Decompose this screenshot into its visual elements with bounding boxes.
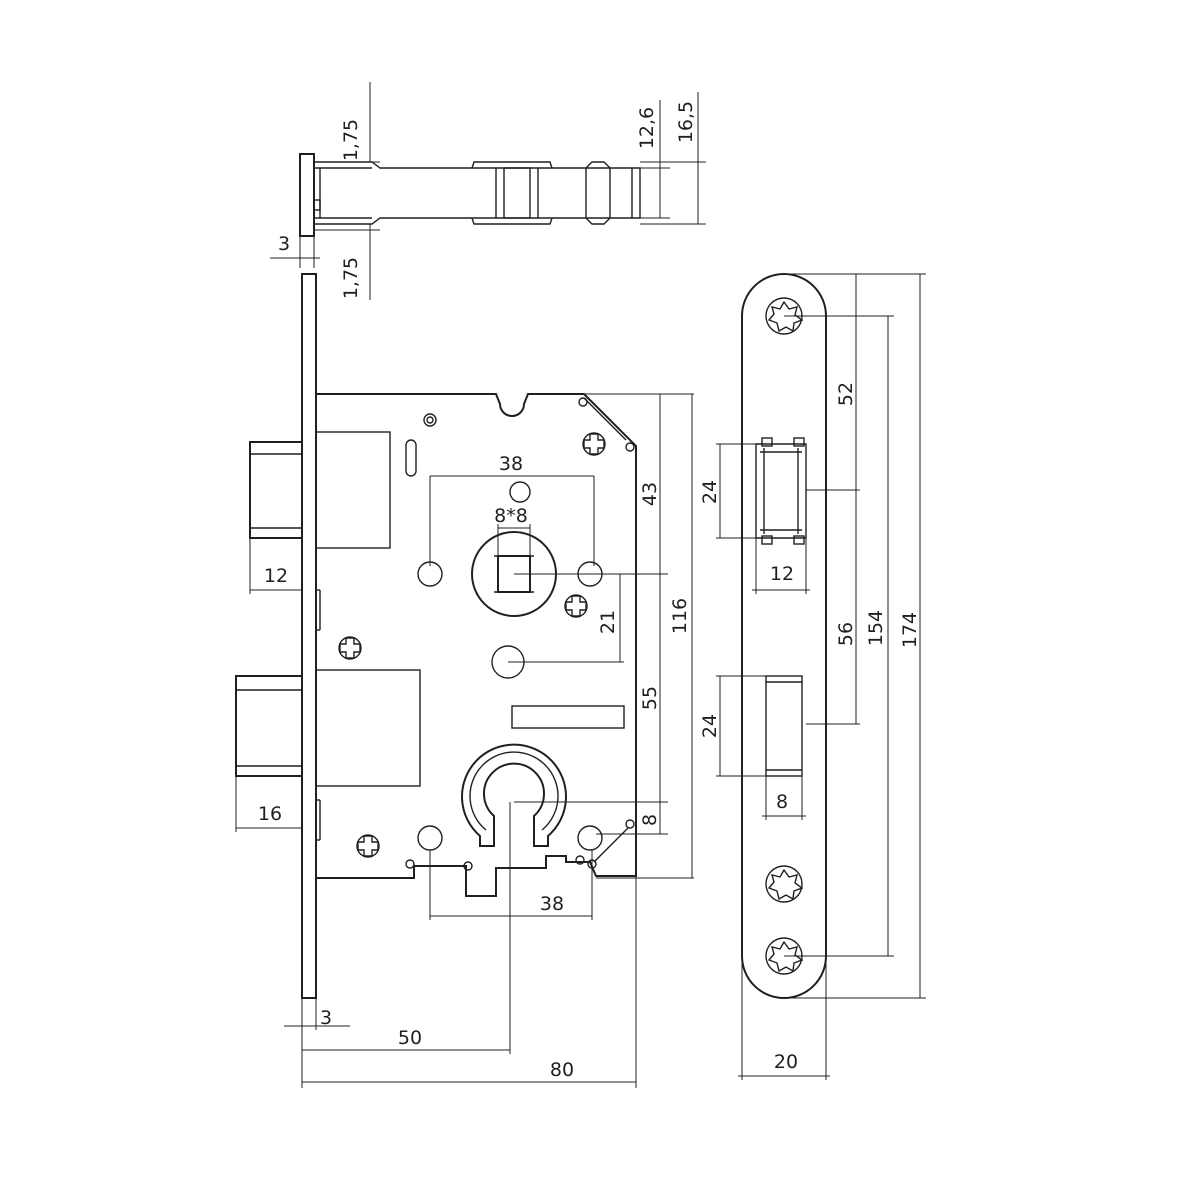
strike-plate: 24 12 24 8 52 56 154 174 20 (699, 273, 926, 1080)
dim-case-height: 116 (669, 598, 691, 634)
dim-height-to-follower: 43 (639, 482, 661, 506)
dim-latch-projection: 12 (264, 565, 288, 587)
indicator-slot (511, 705, 625, 729)
dim-plate-length: 174 (899, 612, 921, 648)
aux-hole-top (509, 481, 531, 503)
dim-deadbolt-projection: 16 (258, 803, 282, 825)
top-faceplate (299, 153, 315, 237)
dim-follower-spacing: 38 (499, 453, 523, 475)
latch-bolt (249, 441, 303, 539)
dim-follower-square: 8*8 (494, 505, 528, 527)
dim-top-to-latch: 52 (835, 382, 857, 406)
dim-screw-spacing: 154 (865, 610, 887, 646)
dim-latch-opening-height: 24 (699, 480, 721, 504)
latch-opening (755, 437, 807, 545)
strike-plate-outline (741, 273, 827, 999)
top-case (313, 161, 641, 225)
bolt-opening (765, 675, 803, 777)
dim-latch-opening-depth: 12 (770, 563, 794, 585)
dim-cylinder-offset: 8 (639, 814, 661, 826)
screw-top (582, 432, 606, 456)
dim-latch-to-bolt: 56 (835, 622, 857, 646)
dim-side-top: 1,75 (340, 119, 362, 161)
faceplate (301, 273, 317, 999)
dim-bolt-opening-depth: 8 (776, 791, 788, 813)
cylinder-cutout (461, 743, 567, 847)
dim-faceplate-thickness: 3 (320, 1007, 332, 1029)
deadbolt (235, 675, 303, 777)
lock-body: 12 16 38 8*8 43 21 55 116 8 38 3 50 80 (235, 273, 694, 1088)
dim-bolt-opening-height: 24 (699, 714, 721, 738)
screw-left (338, 636, 362, 660)
dim-follower-to-cylinder: 55 (639, 686, 661, 710)
dim-cylinder-hole-spacing: 38 (540, 893, 564, 915)
screw-bottom (356, 834, 380, 858)
dim-plate-width: 20 (774, 1051, 798, 1073)
dim-follower-to-aux: 21 (597, 610, 619, 634)
screw-mid (564, 594, 588, 618)
dim-backset: 50 (398, 1027, 422, 1049)
top-view: 1,75 1,75 3 12,6 16,5 (270, 82, 706, 300)
dim-case-depth: 80 (550, 1059, 574, 1081)
torx-screw-mid (765, 865, 804, 903)
dim-plate-thickness-top: 3 (278, 233, 290, 255)
dim-case-thickness: 12,6 (636, 107, 658, 149)
lock-case (315, 393, 637, 897)
dim-total-thickness: 16,5 (675, 101, 697, 143)
dim-side-bottom: 1,75 (340, 257, 362, 299)
